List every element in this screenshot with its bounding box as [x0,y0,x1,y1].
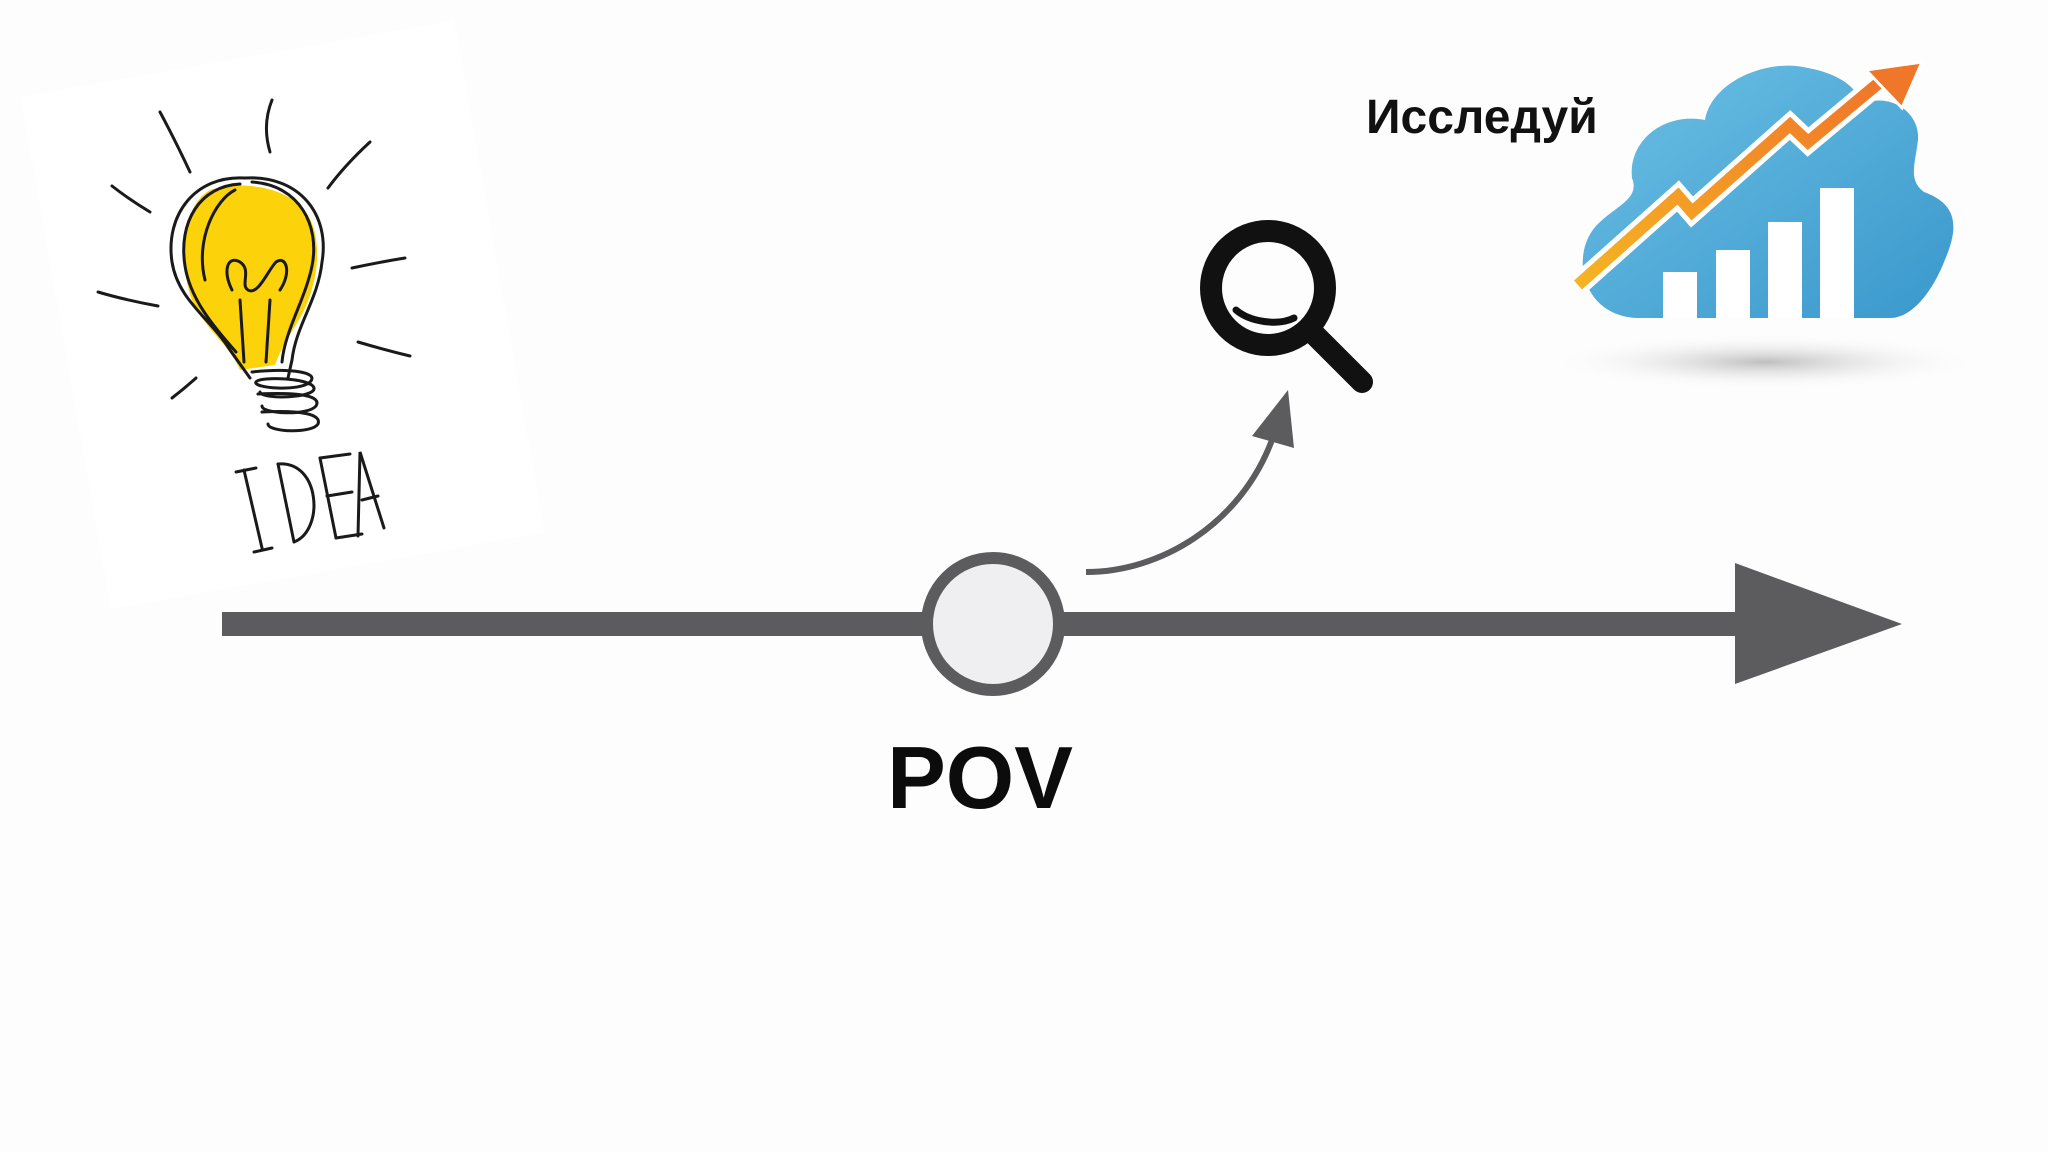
pov-node [921,552,1065,696]
cloud-shape [1582,65,1954,318]
cloud-shadow [1545,334,1985,390]
magnifier-icon [1200,220,1373,393]
cloud-bars [1663,188,1854,318]
branch-arrow [1085,390,1294,575]
lightbulb-fill [184,185,318,370]
pov-label: POV [887,728,1073,827]
lightbulb-icon [96,98,412,554]
cloud-growth-chart-icon [1545,60,1985,390]
explore-label: Исследуй [1366,91,1598,144]
timeline-arrowhead [1735,563,1902,684]
